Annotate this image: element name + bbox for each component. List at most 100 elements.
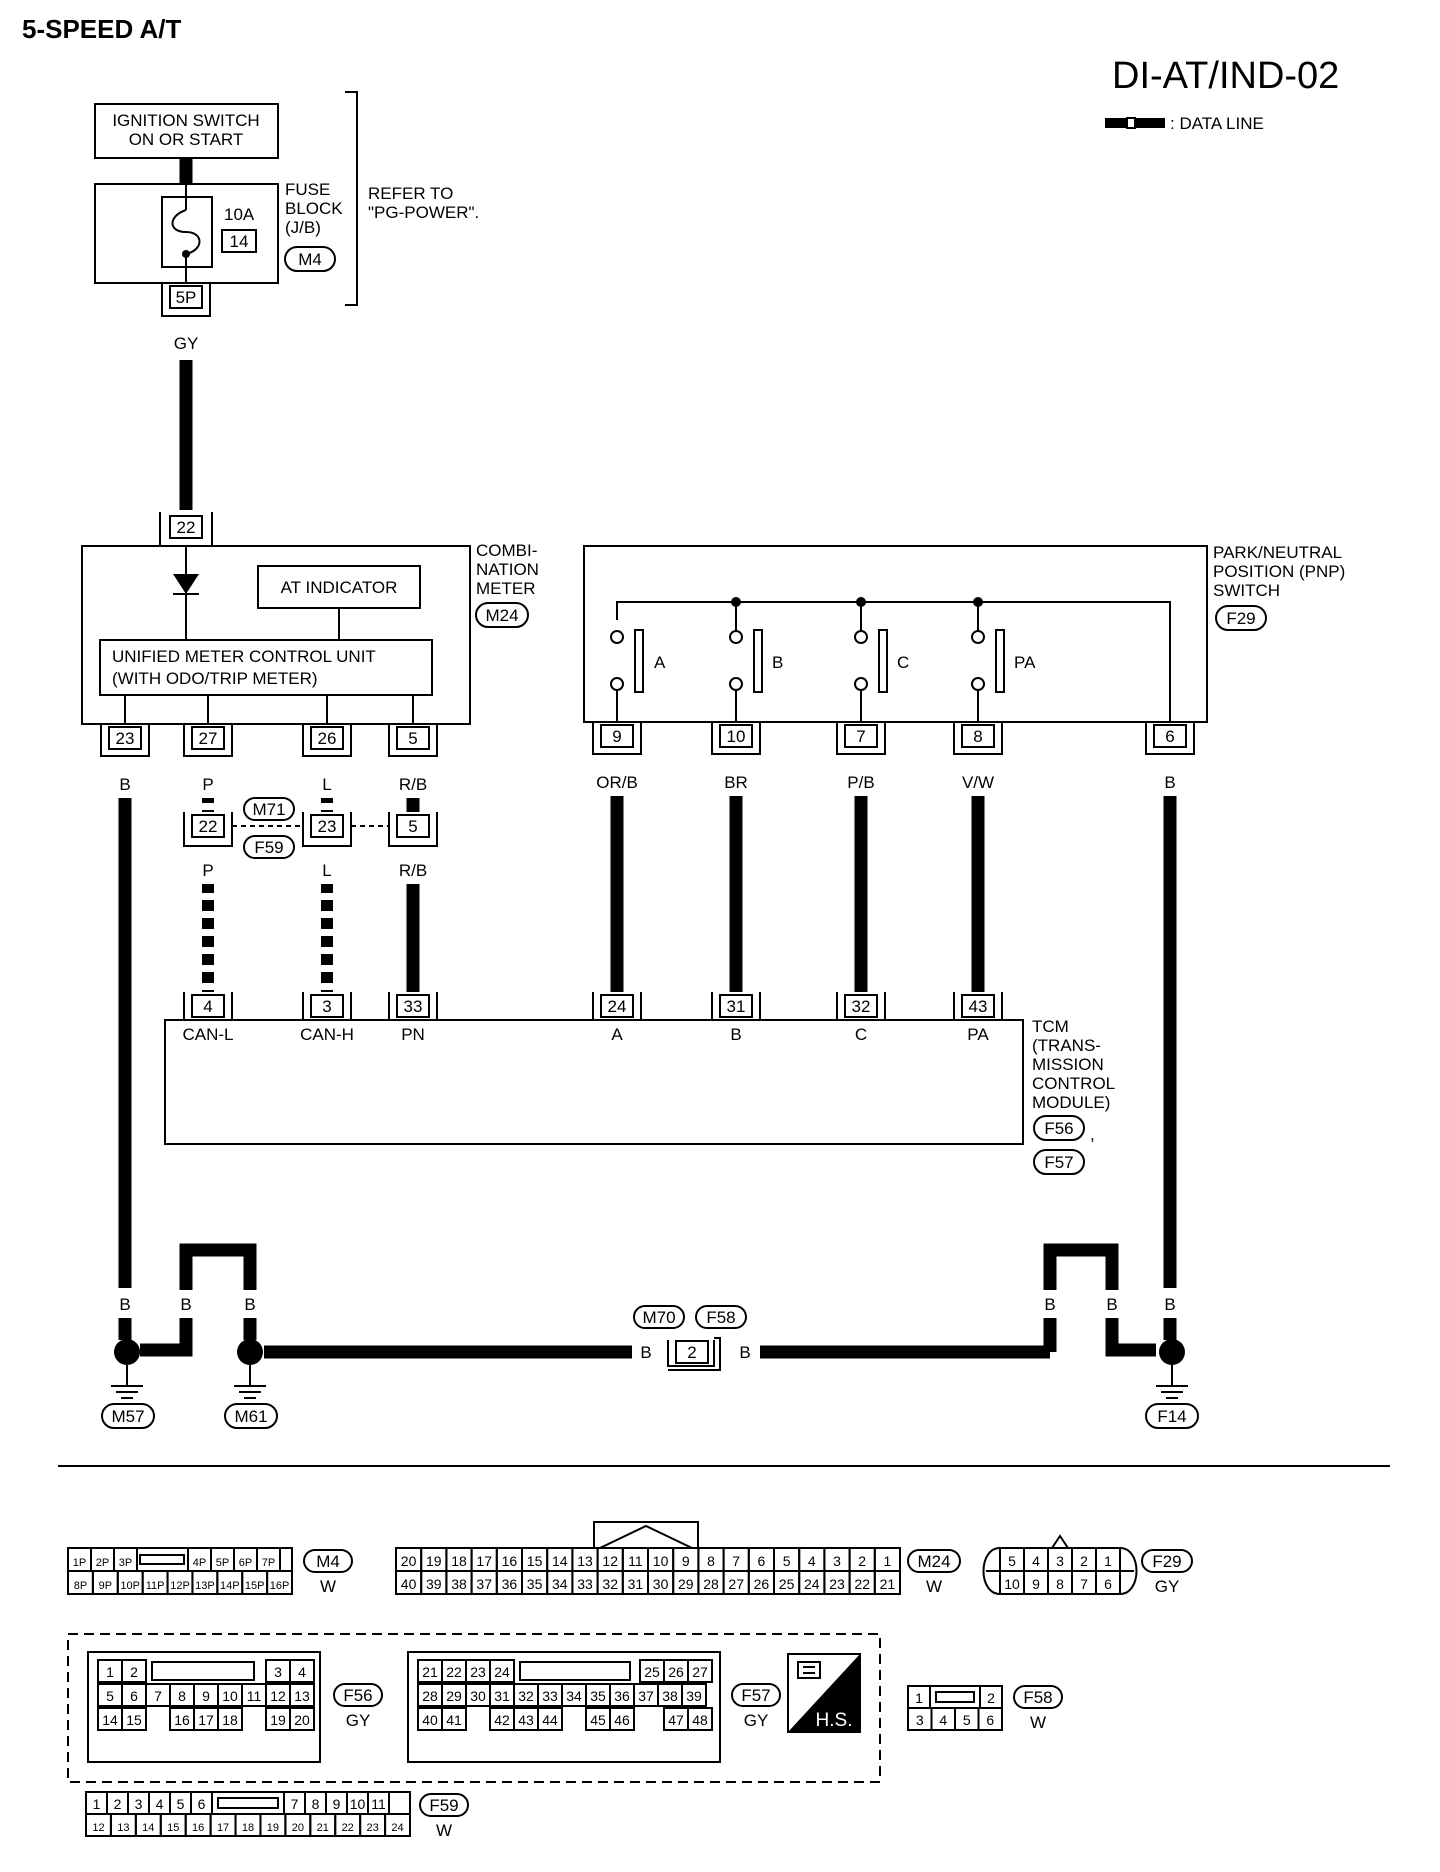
svg-text:GY: GY [744,1711,769,1730]
connector-pin-number: 14 [102,1712,118,1728]
connector-pin-number: 18 [222,1712,238,1728]
wire-color-pb: P/B [847,773,874,792]
connector-pin-number: 18 [242,1822,254,1834]
svg-text:4: 4 [203,997,212,1016]
svg-text:GY: GY [1155,1577,1180,1596]
connector-pin-number: 10P [120,1580,140,1592]
connector-pin-number: 14 [142,1822,154,1834]
gnd-color-4: B [1044,1295,1055,1314]
joint-pin-22: 22 [183,812,233,847]
connector-cavity [289,1659,315,1683]
connector-pin-number: 6 [758,1553,766,1569]
fuse-conn-m4-oval: M4 [284,246,336,272]
connector-pin-number: 1 [915,1690,923,1706]
svg-text:M24: M24 [917,1552,950,1571]
svg-text:3: 3 [322,997,331,1016]
fuse-block-label-1: FUSE [285,180,330,199]
connector-cavity [121,1659,147,1683]
connector-pin-number: 31 [494,1688,510,1704]
connector-pin-number: 39 [686,1688,702,1704]
connector-pin-number: 8 [1056,1576,1064,1592]
connector-pin-number: 16 [174,1712,190,1728]
pnp-label-1: PARK/NEUTRAL [1213,543,1342,562]
connector-pin-number: 40 [401,1576,417,1592]
connector-pin-number: 37 [638,1688,654,1704]
can-h-wire-1 [321,798,333,812]
connector-pin-number: 40 [422,1712,438,1728]
wire-color-br: BR [724,773,748,792]
connector-pin-number: 9 [202,1688,210,1704]
can-l-wire-1 [202,798,214,812]
connector-pin-number: 17 [198,1712,214,1728]
svg-text:2: 2 [687,1343,696,1362]
svg-text:F57: F57 [741,1686,770,1705]
terminal-5p: 5P [161,283,211,317]
meter-pin-27: 27 [183,724,233,757]
connector-cavity [1095,1570,1121,1595]
meter-label-1: COMBI- [476,541,537,560]
connector-pin-number: 16P [270,1580,290,1592]
tcm-pin-3: 3 [302,992,352,1021]
connector-pin-number: 12 [92,1822,104,1834]
meter-pin-22: 22 [159,512,213,547]
connector-cavity [873,1570,901,1595]
connector-pin-number: 9 [1032,1576,1040,1592]
connector-pin-number: 5P [216,1557,229,1569]
connector-pin-number: 48 [692,1712,708,1728]
ground-conn-f58-oval: F58 [695,1305,747,1329]
connector-pin-number: 31 [628,1576,644,1592]
connector-pin-number: 38 [662,1688,678,1704]
diode-icon [173,574,199,594]
connector-pin-number: 6P [239,1557,252,1569]
wire-color-l-1: L [322,775,331,794]
svg-text:22: 22 [177,518,196,537]
tcm-pin-31: 31 [711,992,761,1021]
pnp-contact-a: A [610,629,666,722]
svg-text:M57: M57 [111,1407,144,1426]
wire-color-vw: V/W [962,773,994,792]
pnp-contact-c: C [854,602,909,722]
connector-pin-number: 34 [566,1688,582,1704]
svg-text:23: 23 [318,817,337,836]
connector-pin-number: 21 [317,1822,329,1834]
connector-pin-number: 6 [986,1712,994,1728]
page-title: 5-SPEED A/T [22,14,182,44]
connector-pin-number: 6 [198,1796,206,1812]
svg-text:9: 9 [612,727,621,746]
connector-pin-number: 38 [451,1576,467,1592]
connector-pin-number: 3 [274,1664,282,1680]
tcm-signal-a: A [611,1025,623,1044]
connector-pin-number: 24 [494,1664,510,1680]
fuse-block-label-2: BLOCK [285,199,343,218]
connector-pin-number: 28 [703,1576,719,1592]
refer-label-2: "PG-POWER". [368,203,479,222]
connector-pin-number: 2 [1080,1553,1088,1569]
svg-text:M24: M24 [485,606,518,625]
svg-text:32: 32 [852,997,871,1016]
pnp-pin-9: 9 [592,722,642,755]
ground-loop-left [179,1243,257,1290]
connector-pin-number: 9P [99,1580,112,1592]
connector-pin-number: 2 [987,1690,995,1706]
svg-text:AT INDICATOR: AT INDICATOR [281,578,398,597]
connector-pin-number: 24 [804,1576,820,1592]
connector-pin-number: 41 [446,1712,462,1728]
connector-pin-number: 25 [779,1576,795,1592]
wire-color-rb-1: R/B [399,775,427,794]
gnd-color-6: B [1164,1295,1175,1314]
connector-pin-number: 17 [217,1822,229,1834]
connector-cavity [687,1659,713,1683]
connector-pin-number: 39 [426,1576,442,1592]
connector-pin-number: 30 [470,1688,486,1704]
pnp-contact-b: B [729,602,783,722]
connector-pin-number: 3 [833,1553,841,1569]
connector-pin-number: 35 [527,1576,543,1592]
refer-bracket [345,91,358,306]
connector-pin-number: 4 [1032,1553,1040,1569]
tcm-pin-32: 32 [836,992,886,1021]
connector-pin-number: 20 [294,1712,310,1728]
tcm-label-2: (TRANS- [1032,1036,1101,1055]
tcm-pin-43: 43 [953,992,1003,1021]
connector-pin-number: 21 [422,1664,438,1680]
